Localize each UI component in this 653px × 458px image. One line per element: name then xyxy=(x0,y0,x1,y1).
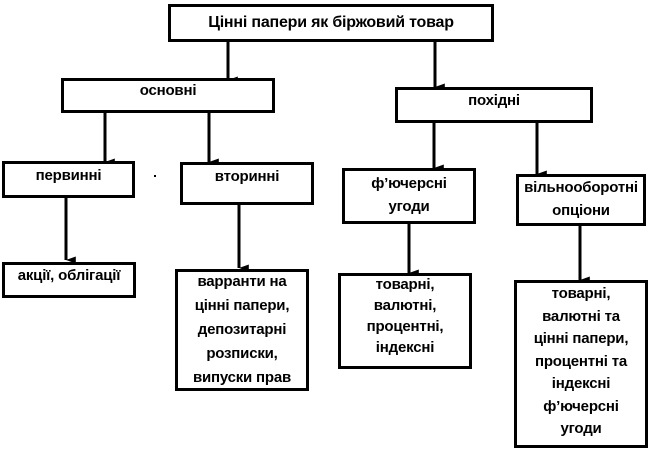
options-items-line: процентні та xyxy=(534,352,628,370)
futures-items-line: процентні, xyxy=(366,318,444,335)
options-items-line: індексні xyxy=(551,375,611,393)
derivative-label: похідні xyxy=(468,91,520,109)
options-items-line: цінні папери, xyxy=(533,330,629,348)
options-label: вільнооборотні опціони xyxy=(524,179,638,221)
futures-items-label: товарні, валютні, процентні, індексні xyxy=(367,274,444,358)
secondary-items-line: цінні папери, xyxy=(194,297,290,314)
options-items-label: товарні, валютні та цінні папери, процен… xyxy=(534,283,629,441)
secondary-items-label: варранти на цінні папери, депозитарні ро… xyxy=(193,270,291,390)
secondary-items-line: розписки, xyxy=(206,345,278,362)
secondary-items-box: варранти на цінні папери, депозитарні ро… xyxy=(175,269,309,391)
basic-label: основні xyxy=(139,82,197,100)
futures-label: ф’ючерсні угоди xyxy=(371,175,447,217)
root-label: Цінні папери як біржовий товар xyxy=(208,14,454,31)
primary-items-box: акції, облігації xyxy=(2,262,136,298)
primary-items-label: акції, облігації xyxy=(17,266,121,284)
futures-items-line: індексні xyxy=(375,339,435,356)
futures-label-line: угоди xyxy=(388,198,430,215)
futures-items-box: товарні, валютні, процентні, індексні xyxy=(338,273,472,369)
options-items-line: угоди xyxy=(560,420,602,438)
secondary-label: вторинні xyxy=(214,168,280,186)
options-label-line: опціони xyxy=(552,202,610,219)
futures-items-line: товарні, xyxy=(375,276,435,293)
primary-box: первинні xyxy=(2,161,135,198)
options-box: вільнооборотні опціони xyxy=(516,174,646,226)
options-items-line: товарні, xyxy=(551,285,611,303)
options-label-line: вільнооборотні xyxy=(524,179,638,197)
options-items-line: ф’ючерсні xyxy=(543,397,619,415)
secondary-box: вторинні xyxy=(180,162,314,205)
secondary-items-line: варранти на xyxy=(197,273,287,290)
secondary-items-line: випуски прав xyxy=(192,369,292,386)
futures-box: ф’ючерсні угоди xyxy=(342,168,476,224)
options-items-box: товарні, валютні та цінні папери, процен… xyxy=(514,280,648,448)
basic-box: основні xyxy=(61,78,275,113)
futures-label-line: ф’ючерсні xyxy=(371,175,447,193)
root-box: Цінні папери як біржовий товар xyxy=(168,4,494,42)
futures-items-line: валютні, xyxy=(373,297,437,314)
stray-dot xyxy=(154,175,156,177)
options-items-line: валютні та xyxy=(542,307,620,325)
derivative-box: похідні xyxy=(395,87,593,123)
secondary-items-line: депозитарні xyxy=(197,321,287,338)
primary-label: первинні xyxy=(35,167,102,185)
